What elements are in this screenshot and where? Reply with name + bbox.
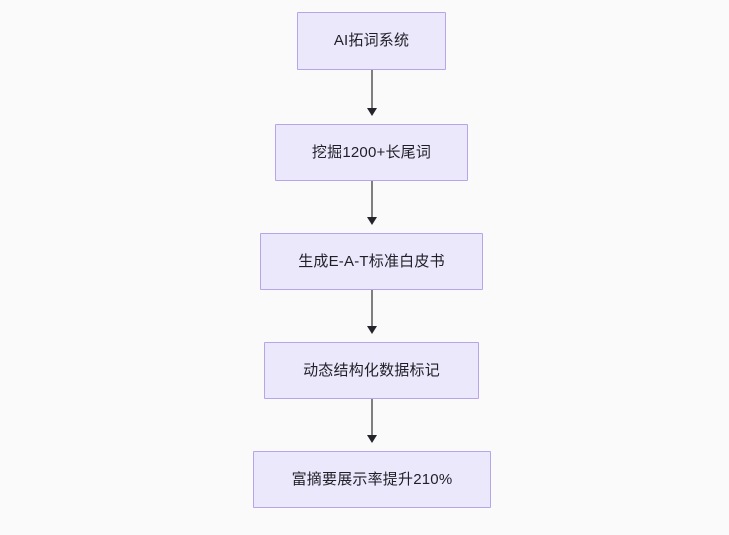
edge-line xyxy=(371,290,373,327)
edge-line xyxy=(371,70,373,109)
flowchart-node-5[interactable]: 富摘要展示率提升210% xyxy=(253,451,491,508)
flowchart-node-3-label: 生成E-A-T标准白皮书 xyxy=(298,252,445,270)
flowchart-node-2-label: 挖掘1200+长尾词 xyxy=(311,143,432,161)
flowchart-node-1-label: AI拓词系统 xyxy=(333,32,410,49)
arrowhead-icon xyxy=(367,108,377,116)
flowchart-node-5-label: 富摘要展示率提升210% xyxy=(291,470,453,488)
flowchart-node-1[interactable]: AI拓词系统 xyxy=(297,12,446,70)
arrowhead-icon xyxy=(367,326,377,334)
edge-line xyxy=(371,181,373,218)
arrowhead-icon xyxy=(367,435,377,443)
flowchart-node-4[interactable]: 动态结构化数据标记 xyxy=(264,342,479,399)
flowchart-node-2[interactable]: 挖掘1200+长尾词 xyxy=(275,124,468,181)
flowchart-node-4-label: 动态结构化数据标记 xyxy=(303,361,440,379)
flowchart-node-3[interactable]: 生成E-A-T标准白皮书 xyxy=(260,233,483,290)
arrowhead-icon xyxy=(367,217,377,225)
edge-line xyxy=(371,399,373,436)
